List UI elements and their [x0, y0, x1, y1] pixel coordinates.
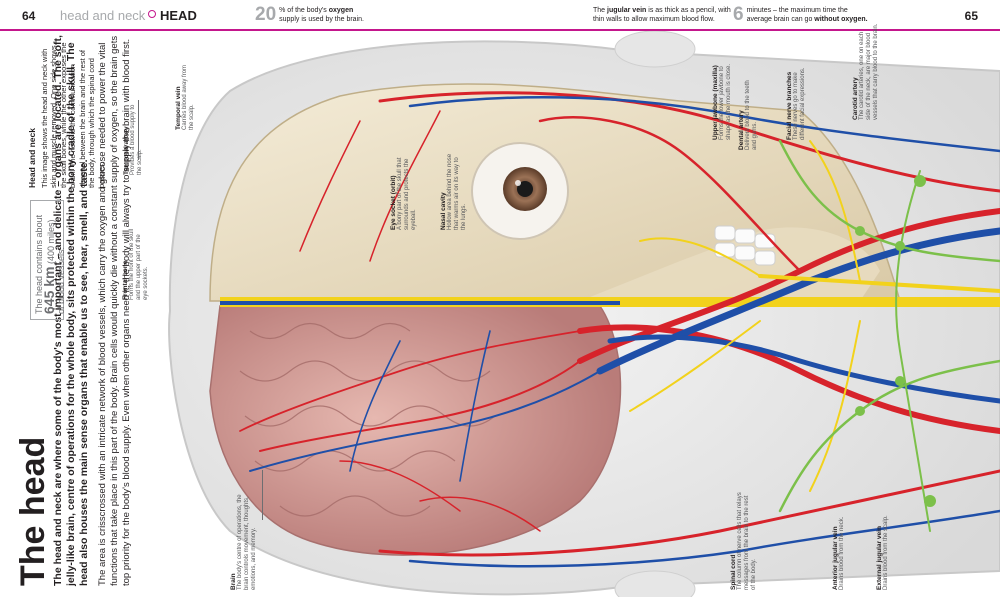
- label-title: Temporal artery: [123, 126, 130, 175]
- label-temporal-artery: Temporal artery Provides a blood supply …: [123, 100, 144, 175]
- pupil: [517, 181, 533, 197]
- fact-jugular-bold: jugular vein: [607, 7, 647, 14]
- label-brain: Brain The body's centre of operations, t…: [230, 480, 258, 590]
- label-title: Temporal vein: [175, 86, 182, 130]
- label-external-jugular: External jugular vein Drains blood from …: [876, 510, 890, 590]
- label-upper-jawbone: Upper jawbone (maxilla) Forms the lower …: [712, 50, 733, 140]
- label-text: Drains blood from the scalp.: [883, 515, 889, 590]
- fact-jugular: The jugular vein is as thick as a pencil…: [593, 6, 733, 24]
- fact-jugular-text: The: [593, 7, 608, 14]
- label-nasal-cavity: Nasal cavity Hollow area behind the nose…: [440, 150, 468, 230]
- label-frontal-bone: Frontal bone Forms the front of the skul…: [122, 225, 150, 300]
- page-number-left: 64: [22, 9, 36, 23]
- fact-minutes-bold: without oxygen.: [814, 16, 868, 23]
- label-title: Eye socket (orbit): [390, 175, 397, 230]
- head-neck-title: Head and neck: [27, 128, 37, 188]
- fact-minutes-number: 6: [733, 4, 744, 25]
- label-title: Upper jawbone (maxilla): [712, 65, 719, 140]
- fact-oxygen-bold: oxygen: [328, 7, 354, 14]
- label-title: Carotid artery: [852, 77, 859, 120]
- page-header: 64 head and neck HEAD 20 % of the body's…: [0, 0, 1000, 31]
- label-text: Carries blood away from the scalp.: [182, 64, 195, 130]
- label-text: Hollow area behind the nose that warms a…: [447, 153, 467, 230]
- label-spinal-cord: Spinal cord The column of nerve cells th…: [730, 490, 758, 590]
- head-neck-text: This image shows the head and neck with …: [39, 42, 106, 188]
- fact-jugular-text-2: is as thick as a pencil, with: [646, 7, 731, 14]
- leader-line: [138, 100, 139, 160]
- section-bullet-icon: [148, 10, 156, 18]
- head-illustration: [168, 31, 1000, 597]
- fact-oxygen: 20 % of the body's oxygen supply is used…: [255, 4, 435, 25]
- chapter-name: HEAD: [160, 8, 197, 23]
- label-title: Frontal bone: [122, 260, 129, 300]
- stat-box: [30, 200, 64, 320]
- label-title: Nasal cavity: [440, 192, 447, 230]
- label-temporal-vein: Temporal vein Carries blood away from th…: [175, 55, 196, 130]
- fact-minutes: 6 minutes – the maximum time the average…: [733, 4, 908, 25]
- label-title: External jugular vein: [876, 526, 883, 590]
- label-text: These nerves go to make different facial…: [793, 67, 806, 140]
- ear: [614, 31, 696, 68]
- header-rule: [0, 29, 1000, 31]
- fact-oxygen-text: % of the body's: [279, 7, 329, 14]
- label-dental-artery: Dental artery Delivers blood to the teet…: [738, 75, 759, 150]
- label-text: The carotid arteries, one on each side o…: [859, 23, 879, 120]
- label-title: Brain: [230, 573, 237, 590]
- stat-tail: of blood vessels.: [56, 246, 66, 314]
- section-name: head and neck: [60, 8, 146, 23]
- label-carotid-artery: Carotid artery The carotid arteries, one…: [852, 20, 880, 120]
- label-title: Anterior jugular vein: [832, 526, 839, 590]
- leader-line: [262, 470, 263, 520]
- label-facial-nerve: Facial nerve branches These nerves go to…: [786, 50, 807, 140]
- stat-unit: (400 miles): [46, 219, 56, 267]
- label-text: Forms the front of the skull and the upp…: [129, 228, 149, 300]
- label-text: Delivers blood to the teeth and gums.: [745, 80, 758, 150]
- stat-value: 645 km: [41, 266, 57, 314]
- stat-text: The head contains about 645 km (400 mile…: [34, 202, 66, 314]
- label-title: Spinal cord: [730, 554, 737, 590]
- teeth: [714, 225, 776, 266]
- label-text: Drains blood from the neck.: [839, 516, 845, 590]
- head-neck-caption: Head and neck This image shows the head …: [27, 38, 106, 188]
- fact-jugular-text-3: thin walls to allow maximum blood flow.: [593, 16, 715, 23]
- label-title: Facial nerve branches: [786, 71, 793, 140]
- label-text: The column of nerve cells that relays me…: [737, 492, 757, 590]
- label-eye-socket: Eye socket (orbit) A bony part of the sk…: [390, 150, 418, 230]
- fact-minutes-text-2: average brain can go: [746, 16, 815, 23]
- page-number-right: 65: [964, 9, 978, 23]
- label-text: Provides a blood supply to the scalp.: [130, 104, 143, 175]
- page-title: The head: [14, 436, 52, 586]
- fact-oxygen-text-2: supply is used by the brain.: [279, 16, 364, 23]
- title-block: The head: [14, 316, 52, 586]
- label-text: A bony part of the skull that surrounds …: [397, 157, 417, 230]
- ear: [614, 570, 696, 597]
- fact-minutes-text: minutes – the maximum time the: [746, 7, 848, 14]
- label-title: Dental artery: [738, 110, 745, 150]
- fact-oxygen-number: 20: [255, 4, 277, 25]
- brain: [209, 305, 622, 556]
- label-text: Forms the lower jawbone to shape as the …: [719, 63, 732, 140]
- label-text: The body's centre of operations, the bra…: [237, 494, 257, 590]
- label-anterior-jugular: Anterior jugular vein Drains blood from …: [832, 510, 846, 590]
